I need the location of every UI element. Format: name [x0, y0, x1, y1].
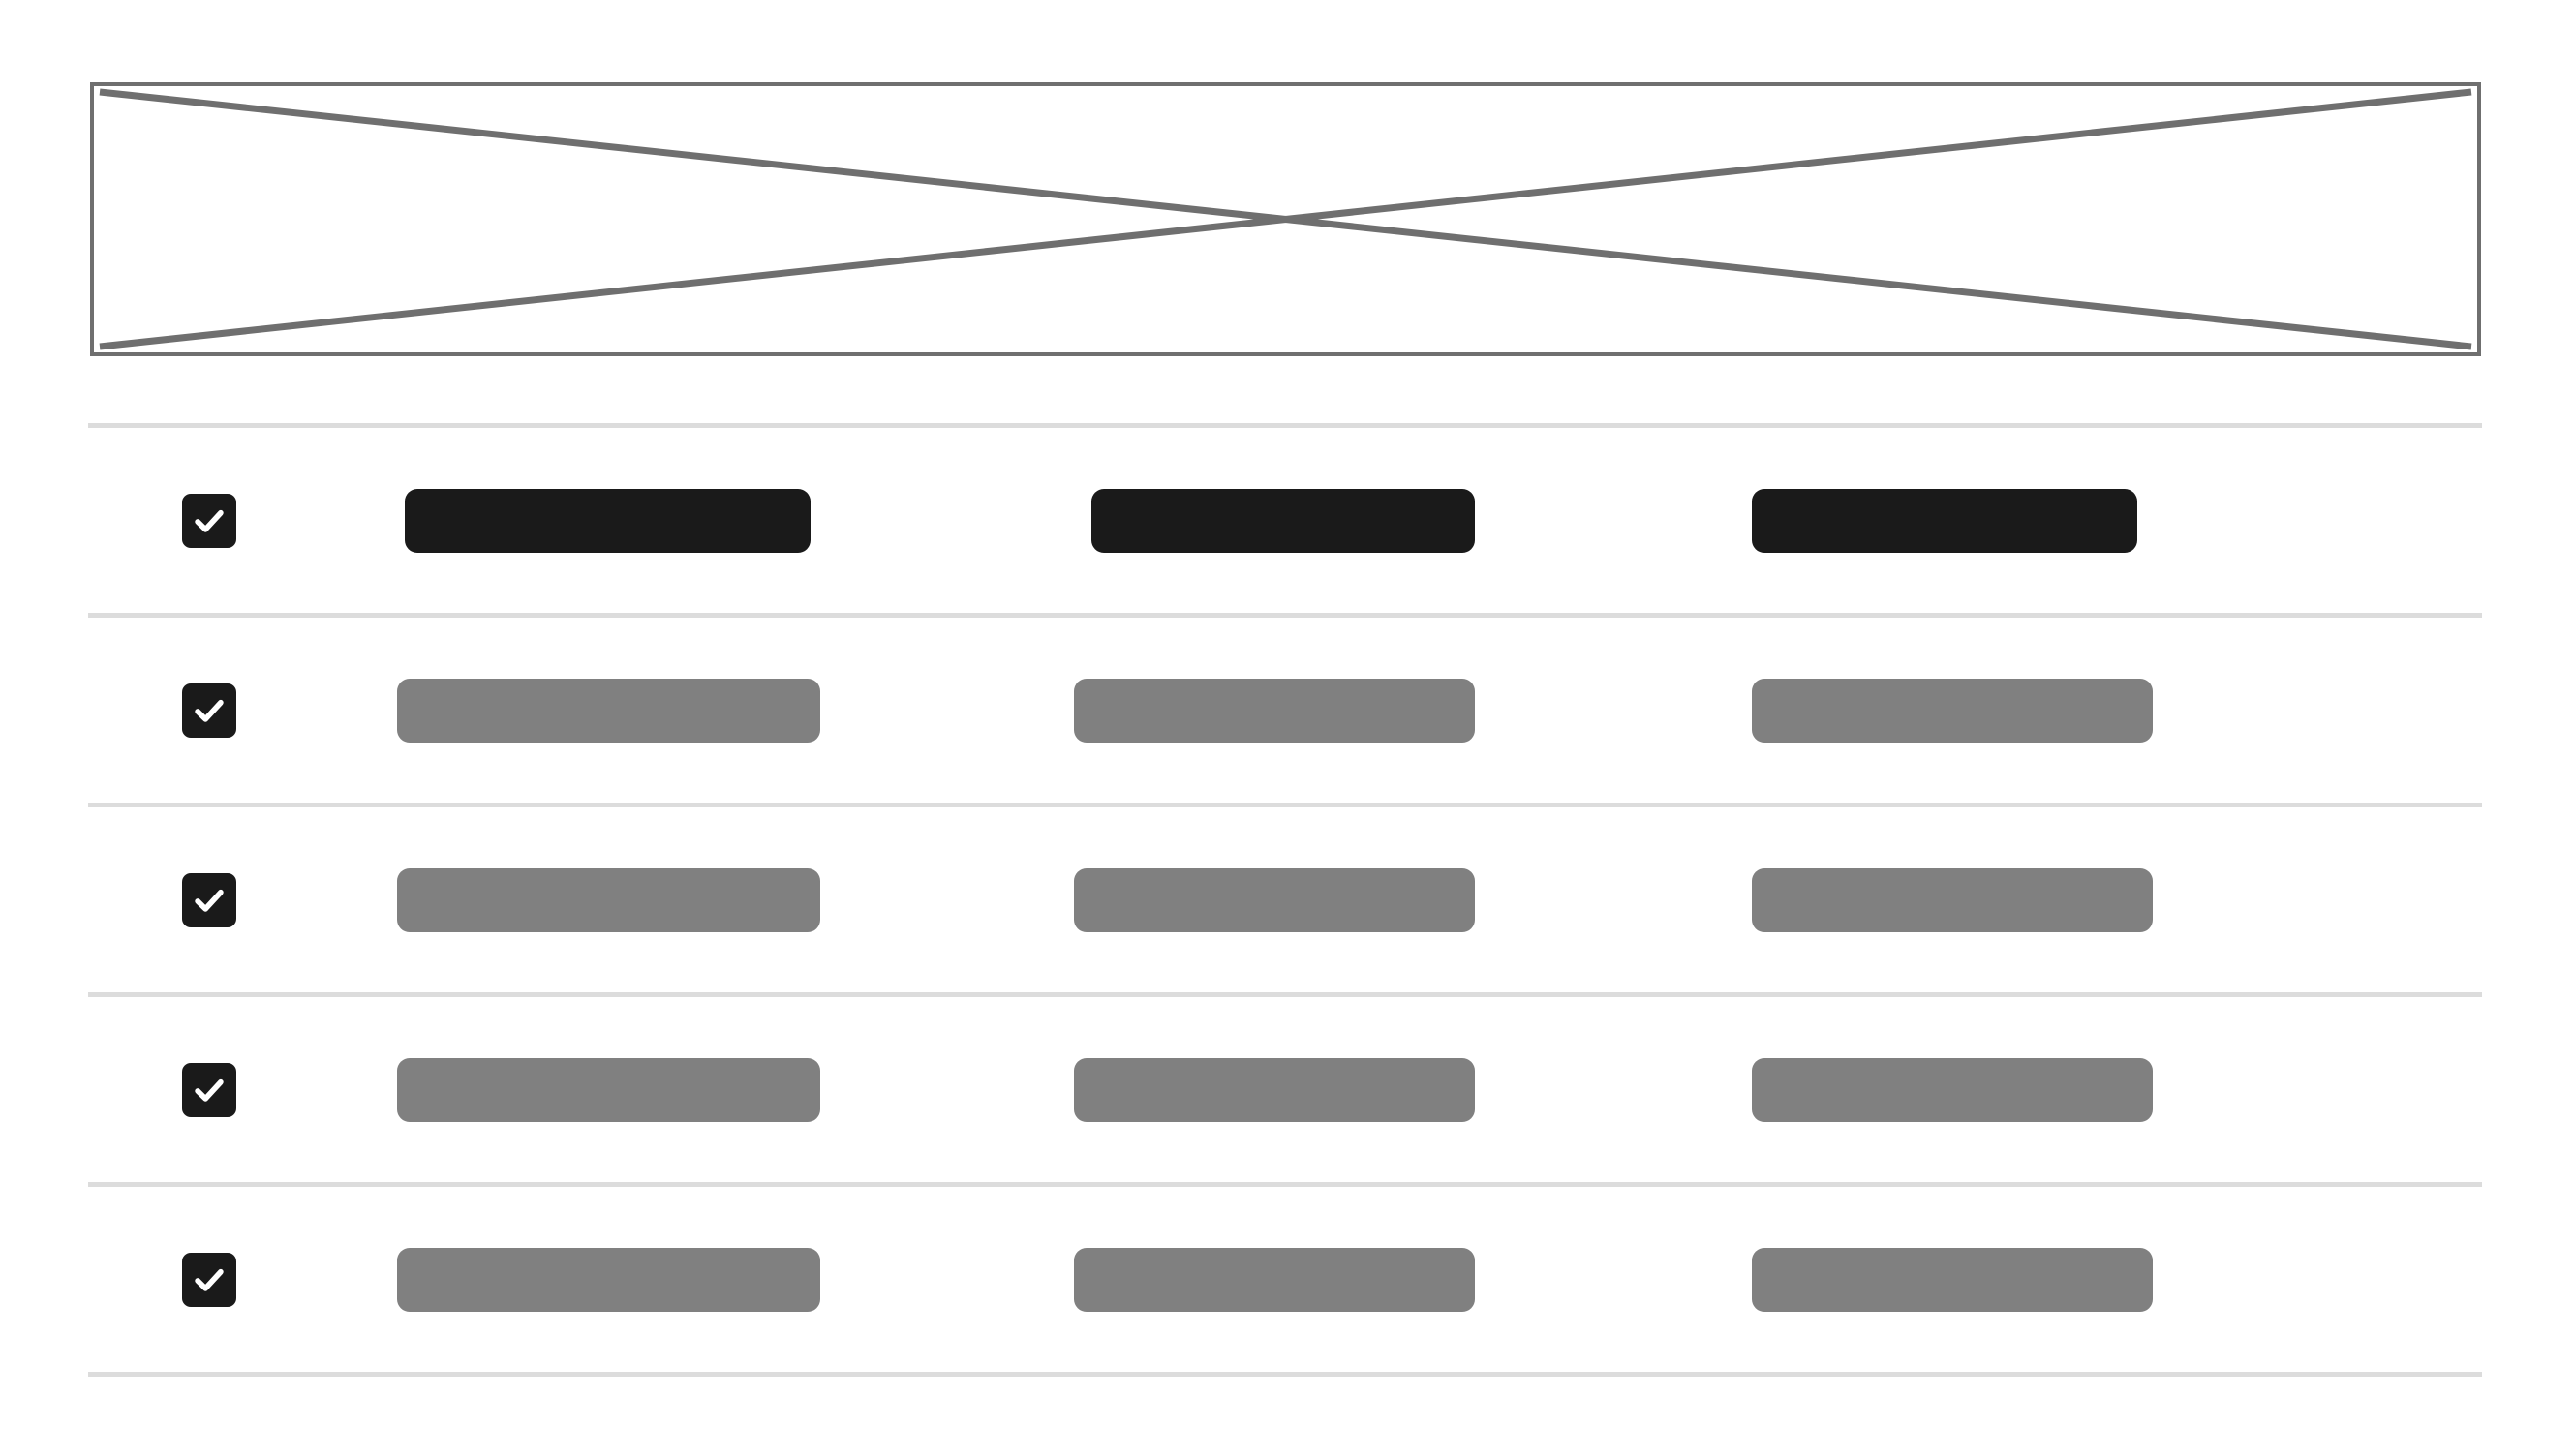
- cell-column-2: [1074, 678, 1752, 743]
- cell-column-2: [1074, 1247, 1752, 1312]
- check-icon: [195, 509, 224, 532]
- table-row[interactable]: [88, 997, 2482, 1182]
- row-checkbox[interactable]: [182, 872, 236, 927]
- table-row[interactable]: [88, 618, 2482, 803]
- cell-column-1: [397, 488, 1074, 553]
- row-separator: [88, 423, 2482, 428]
- cell-column-2: [1074, 867, 1752, 932]
- row-separator: [88, 992, 2482, 997]
- select-cell[interactable]: [88, 1062, 397, 1117]
- broken-image-placeholder: [90, 82, 2481, 356]
- select-cell[interactable]: [88, 872, 397, 927]
- check-icon: [195, 1078, 224, 1102]
- skeleton-table: [88, 423, 2482, 1377]
- cell-column-1: [397, 867, 1074, 932]
- cell-column-1: [397, 1247, 1074, 1312]
- skeleton-bar: [1091, 488, 1475, 553]
- row-separator: [88, 1372, 2482, 1377]
- check-icon: [195, 1268, 224, 1291]
- skeleton-bar: [1752, 678, 2153, 743]
- cell-column-3: [1752, 1057, 2482, 1122]
- skeleton-bar: [1752, 1057, 2153, 1122]
- select-cell[interactable]: [88, 682, 397, 738]
- row-checkbox[interactable]: [182, 1252, 236, 1307]
- broken-image-icon: [94, 86, 2477, 352]
- table-row[interactable]: [88, 428, 2482, 613]
- skeleton-bar: [1074, 1247, 1475, 1312]
- select-cell[interactable]: [88, 493, 397, 548]
- skeleton-bar: [1752, 867, 2153, 932]
- cell-column-3: [1752, 488, 2482, 553]
- skeleton-bar: [1752, 488, 2137, 553]
- row-checkbox[interactable]: [182, 682, 236, 738]
- skeleton-bar: [397, 1247, 820, 1312]
- skeleton-bar: [1074, 867, 1475, 932]
- cell-column-3: [1752, 1247, 2482, 1312]
- table-row[interactable]: [88, 807, 2482, 992]
- skeleton-bar: [1074, 1057, 1475, 1122]
- skeleton-bar: [397, 867, 820, 932]
- skeleton-bar: [405, 488, 811, 553]
- cross-line-up: [100, 92, 2471, 347]
- cell-column-2: [1074, 488, 1752, 553]
- skeleton-bar: [1752, 1247, 2153, 1312]
- cell-column-3: [1752, 867, 2482, 932]
- select-cell[interactable]: [88, 1252, 397, 1307]
- skeleton-bar: [1074, 678, 1475, 743]
- check-icon: [195, 889, 224, 912]
- row-checkbox[interactable]: [182, 493, 236, 548]
- skeleton-bar: [397, 678, 820, 743]
- cell-column-2: [1074, 1057, 1752, 1122]
- table-row[interactable]: [88, 1187, 2482, 1372]
- check-icon: [195, 699, 224, 722]
- cell-column-1: [397, 1057, 1074, 1122]
- cell-column-3: [1752, 678, 2482, 743]
- row-separator: [88, 613, 2482, 618]
- cell-column-1: [397, 678, 1074, 743]
- row-checkbox[interactable]: [182, 1062, 236, 1117]
- skeleton-bar: [397, 1057, 820, 1122]
- row-separator: [88, 803, 2482, 807]
- row-separator: [88, 1182, 2482, 1187]
